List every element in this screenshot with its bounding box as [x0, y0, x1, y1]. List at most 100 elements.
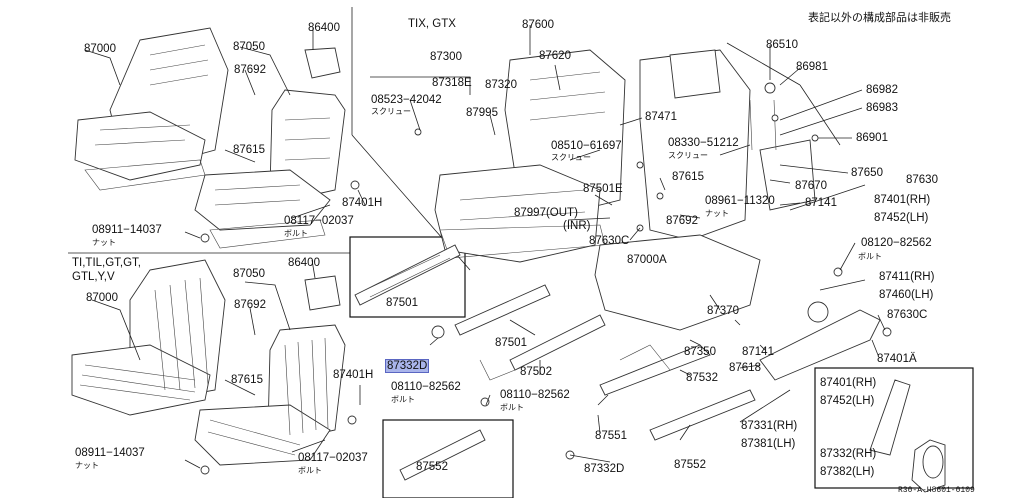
part-label-87381-lh[interactable]: 87381(LH): [741, 438, 796, 450]
part-label-87318E[interactable]: 87318E: [432, 77, 472, 89]
part-label-87000-bottom[interactable]: 87000: [86, 292, 118, 304]
part-label-86400-top[interactable]: 86400: [308, 22, 340, 34]
part-label-87552-mid[interactable]: 87552: [674, 459, 706, 471]
annotation-screw-c: スクリュー: [668, 151, 708, 160]
part-label-87141-right[interactable]: 87141: [805, 197, 837, 209]
part-label-87411-rh[interactable]: 87411(RH): [879, 271, 935, 283]
annotation-bolt-d: ボルト: [500, 403, 524, 412]
part-label-86981[interactable]: 86981: [796, 61, 828, 73]
group-label-ti-line2: GTL,Y,V: [72, 271, 115, 283]
part-label-08510[interactable]: 08510−61697: [551, 140, 622, 152]
part-label-86400-bottom[interactable]: 86400: [288, 257, 320, 269]
seat-87000A-right: [594, 49, 816, 331]
part-label-87552-left[interactable]: 87552: [416, 461, 448, 473]
part-label-08117-bottom[interactable]: 08117−02037: [298, 452, 368, 464]
part-label-87692-bottom[interactable]: 87692: [234, 299, 266, 311]
part-label-87620[interactable]: 87620: [539, 50, 571, 62]
inset-label-87382-lh[interactable]: 87382(LH): [820, 466, 875, 478]
rail-87501-box: [354, 244, 461, 306]
part-label-87401A[interactable]: 87401Ä: [877, 353, 917, 365]
part-label-87600[interactable]: 87600: [522, 19, 554, 31]
part-label-87401H-bottom[interactable]: 87401H: [333, 369, 374, 381]
part-label-87471[interactable]: 87471: [645, 111, 677, 123]
seat-87050-top: [194, 47, 346, 249]
part-label-08330[interactable]: 08330−51212: [668, 137, 739, 149]
annotation-nut-b: ナット: [75, 461, 99, 470]
recliner-87331: [759, 301, 881, 381]
leader-lines: [84, 25, 886, 469]
part-label-87000A[interactable]: 87000A: [627, 254, 667, 266]
part-label-86983[interactable]: 86983: [866, 102, 898, 114]
rail-87552-box: [399, 429, 486, 481]
part-label-87332D-highlighted[interactable]: 87332D: [384, 359, 430, 373]
part-label-08120[interactable]: 08120−82562: [861, 237, 932, 249]
part-label-87618[interactable]: 87618: [729, 362, 761, 374]
part-label-87502[interactable]: 87502: [520, 366, 552, 378]
part-label-87501E[interactable]: 87501E: [583, 183, 623, 195]
annotation-screw-b: スクリュー: [551, 153, 591, 162]
headrest-posts: [749, 82, 779, 151]
annotation-bolt-c: ボルト: [391, 395, 415, 404]
part-label-87452-lh[interactable]: 87452(LH): [874, 212, 929, 224]
part-label-08110-left[interactable]: 08110−82562: [391, 381, 461, 393]
part-label-08523[interactable]: 08523−42042: [371, 94, 442, 106]
part-label-87320[interactable]: 87320: [485, 79, 517, 91]
rail-87502-mid: [454, 284, 606, 381]
part-label-87995[interactable]: 87995: [466, 107, 498, 119]
part-label-86982[interactable]: 86982: [866, 84, 898, 96]
part-label-86901[interactable]: 86901: [856, 132, 888, 144]
hardware-fasteners: [200, 128, 892, 475]
divider-line: [799, 84, 841, 146]
annotation-bolt-e: ボルト: [858, 252, 882, 261]
part-label-87501-mid[interactable]: 87501: [495, 337, 527, 349]
part-label-87501-box[interactable]: 87501: [386, 297, 418, 309]
part-label-87692-top[interactable]: 87692: [234, 64, 266, 76]
box-87501: [349, 236, 466, 318]
part-label-87331-rh[interactable]: 87331(RH): [741, 420, 798, 432]
part-label-87997-out[interactable]: 87997(OUT): [514, 207, 578, 219]
part-label-87401H-top[interactable]: 87401H: [342, 197, 383, 209]
part-label-08911-bottom[interactable]: 08911−14037: [75, 447, 145, 459]
part-label-87670[interactable]: 87670: [795, 180, 827, 192]
part-label-87630C-right[interactable]: 87630C: [887, 309, 928, 321]
part-label-87000-top[interactable]: 87000: [84, 43, 116, 55]
part-label-87350[interactable]: 87350: [684, 346, 716, 358]
part-label-87997-inr[interactable]: (INR): [563, 220, 591, 232]
seat-87600-center: [434, 49, 626, 263]
group-label-tix-gtx: TIX, GTX: [408, 18, 456, 30]
part-label-08961[interactable]: 08961−11320: [705, 195, 775, 207]
rail-87552-right: [599, 344, 756, 441]
part-label-87332D-bottom[interactable]: 87332D: [584, 463, 625, 475]
inset-label-87332-rh[interactable]: 87332(RH): [820, 448, 877, 460]
part-label-08110-mid[interactable]: 08110−82562: [500, 389, 570, 401]
part-label-87551[interactable]: 87551: [595, 430, 627, 442]
part-label-87692-right[interactable]: 87692: [666, 215, 698, 227]
drawing-code: R30-A-H8601-0109: [898, 486, 975, 495]
part-label-87050-bottom[interactable]: 87050: [233, 268, 265, 280]
part-label-87141-mid[interactable]: 87141: [742, 346, 774, 358]
part-label-87532[interactable]: 87532: [686, 372, 718, 384]
part-label-08911-top[interactable]: 08911−14037: [92, 224, 162, 236]
part-label-87630C-mid[interactable]: 87630C: [589, 235, 630, 247]
inset-hinge-parts: [869, 379, 946, 493]
part-label-87615-bottom[interactable]: 87615: [231, 374, 263, 386]
part-label-87050-top[interactable]: 87050: [233, 41, 265, 53]
part-label-87370[interactable]: 87370: [707, 305, 739, 317]
part-label-87300[interactable]: 87300: [430, 51, 462, 63]
part-label-87401-rh[interactable]: 87401(RH): [874, 194, 931, 206]
part-label-87460-lh[interactable]: 87460(LH): [879, 289, 934, 301]
part-label-87630[interactable]: 87630: [906, 174, 938, 186]
seat-87050-bottom: [194, 275, 346, 466]
box-87552: [382, 419, 514, 498]
part-label-86510[interactable]: 86510: [766, 39, 798, 51]
seat-87000-top: [74, 27, 229, 191]
part-label-08117-top[interactable]: 08117−02037: [284, 215, 354, 227]
inset-label-87452-lh[interactable]: 87452(LH): [820, 395, 875, 407]
part-label-87615-right[interactable]: 87615: [672, 171, 704, 183]
annotation-nut-a: ナット: [92, 238, 116, 247]
part-label-87650[interactable]: 87650: [851, 167, 883, 179]
part-label-87615-top[interactable]: 87615: [233, 144, 265, 156]
inset-label-87401-rh[interactable]: 87401(RH): [820, 377, 877, 389]
annotation-bolt-a: ボルト: [284, 229, 308, 238]
